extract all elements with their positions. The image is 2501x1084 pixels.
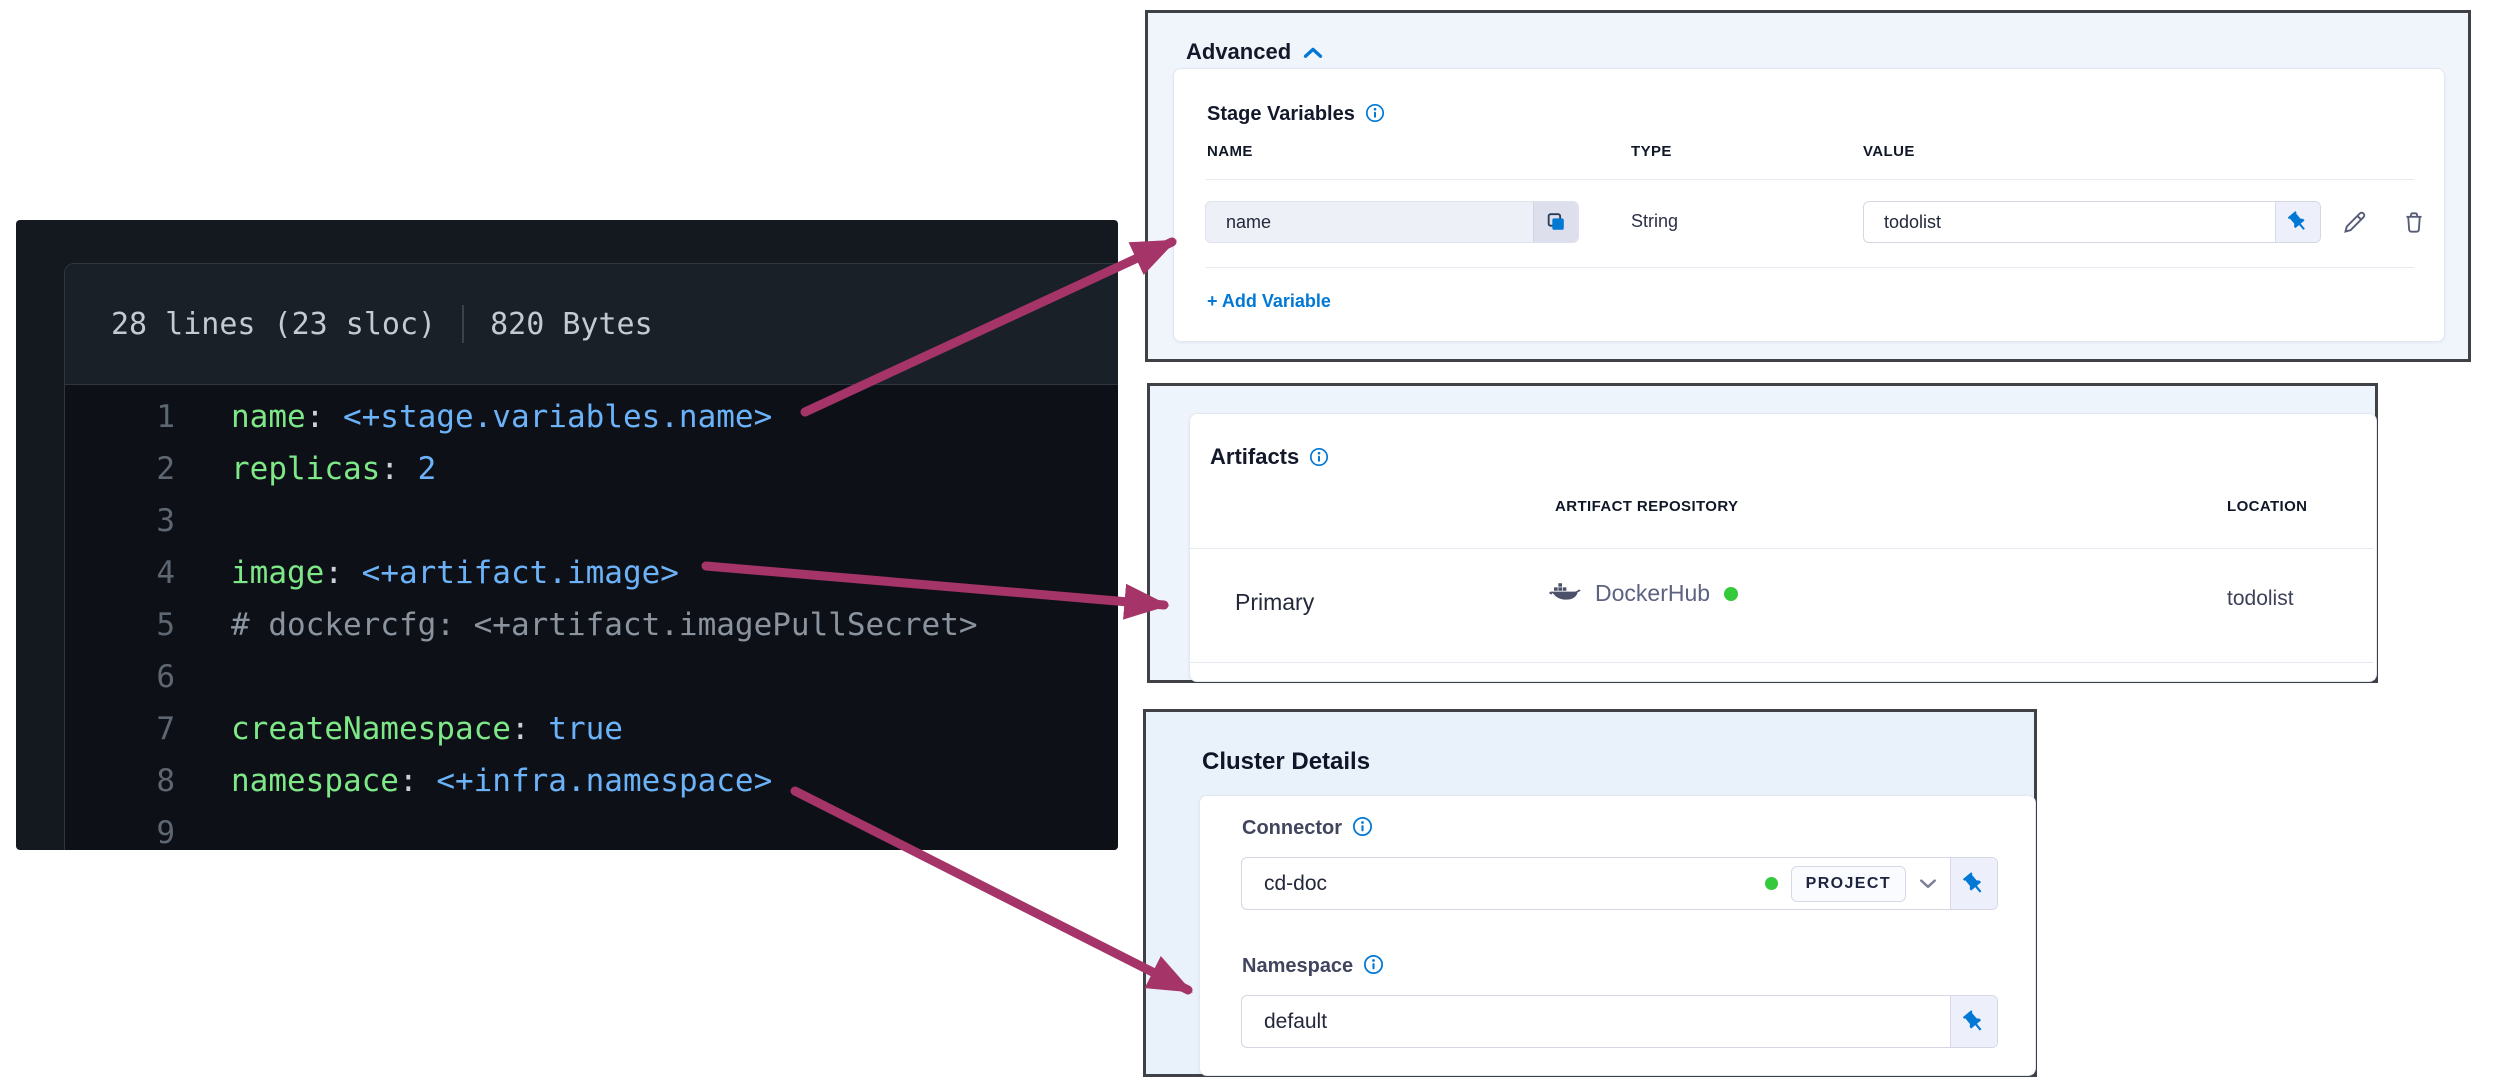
variable-name-input[interactable]: name xyxy=(1205,201,1579,243)
line-number[interactable]: 2 xyxy=(156,451,175,487)
variable-value-text: todolist xyxy=(1884,211,1942,232)
column-header-artifact-repository: ARTIFACT REPOSITORY xyxy=(1555,498,1739,515)
namespace-label: Namespace xyxy=(1242,954,1384,978)
copy-icon[interactable] xyxy=(1533,202,1578,242)
connector-label: Connector xyxy=(1242,816,1373,840)
pin-icon[interactable] xyxy=(2275,202,2320,242)
cluster-details-card: Connector cd-doc PROJECT Namespace defau… xyxy=(1199,795,2036,1076)
scope-badge[interactable]: PROJECT xyxy=(1790,865,1906,902)
variable-type-value: String xyxy=(1631,211,1679,231)
line-number[interactable]: 5 xyxy=(156,607,175,643)
artifact-row[interactable]: Primary DockerHub todolist xyxy=(1189,549,2373,662)
code-line: 4 image: <+artifact.image> xyxy=(65,547,1118,599)
chevron-down-icon[interactable] xyxy=(1919,878,1937,890)
row-divider xyxy=(1206,267,2414,268)
code-body: 1 name: <+stage.variables.name> 2 replic… xyxy=(65,385,1118,850)
artifact-repository-cell: DockerHub xyxy=(1549,579,1739,608)
code-line: 6 xyxy=(65,651,1118,703)
column-header-type: TYPE xyxy=(1631,143,1672,160)
artifact-row-label: Primary xyxy=(1235,589,1315,615)
advanced-accordion-header[interactable]: Advanced xyxy=(1186,39,1323,65)
status-dot xyxy=(1724,586,1739,601)
docker-whale-icon xyxy=(1549,579,1581,608)
code-viewer-panel: 28 lines (23 sloc) 820 Bytes 1 name: <+s… xyxy=(16,220,1118,850)
header-divider xyxy=(1189,548,2373,549)
advanced-panel: Advanced Stage Variables NAME TYPE VALUE… xyxy=(1145,10,2471,362)
line-number[interactable]: 6 xyxy=(156,659,175,695)
line-number[interactable]: 8 xyxy=(156,763,175,799)
info-icon[interactable] xyxy=(1365,103,1385,123)
advanced-title: Advanced xyxy=(1186,39,1292,64)
code-line: 1 name: <+stage.variables.name> xyxy=(65,391,1118,443)
cluster-details-panel: Cluster Details Connector cd-doc PROJECT… xyxy=(1143,709,2037,1077)
pin-icon[interactable] xyxy=(1950,858,1997,909)
namespace-value: default xyxy=(1264,1009,1328,1033)
artifacts-panel: Artifacts ARTIFACT REPOSITORY LOCATION P… xyxy=(1147,383,2378,683)
line-number[interactable]: 1 xyxy=(156,399,175,435)
artifact-location-value: todolist xyxy=(2227,587,2294,610)
chevron-up-icon xyxy=(1303,39,1323,65)
namespace-input[interactable]: default xyxy=(1241,995,1998,1048)
stage-variables-title: Stage Variables xyxy=(1207,103,1385,126)
connector-value: cd-doc xyxy=(1264,871,1328,895)
info-icon[interactable] xyxy=(1352,816,1373,837)
column-header-name: NAME xyxy=(1207,143,1253,160)
status-dot xyxy=(1764,877,1778,890)
file-lines-count: 28 lines (23 sloc) xyxy=(111,306,437,342)
header-divider xyxy=(1206,179,2414,180)
artifacts-card xyxy=(1189,413,2377,682)
edit-icon[interactable] xyxy=(2339,207,2369,237)
line-number[interactable]: 7 xyxy=(156,711,175,747)
code-line: 9 xyxy=(65,807,1118,850)
code-file-meta-bar: 28 lines (23 sloc) 820 Bytes xyxy=(65,264,1118,385)
variable-value-input[interactable]: todolist xyxy=(1863,201,2321,243)
add-variable-button[interactable]: + Add Variable xyxy=(1207,291,1331,311)
column-header-location: LOCATION xyxy=(2227,498,2308,515)
code-line: 5 # dockercfg: <+artifact.imagePullSecre… xyxy=(65,599,1118,651)
row-divider xyxy=(1189,662,2373,663)
file-size: 820 Bytes xyxy=(490,306,653,342)
variable-name-placeholder: name xyxy=(1226,211,1272,232)
stage-variables-card: Stage Variables NAME TYPE VALUE name Str… xyxy=(1173,68,2445,342)
connector-input[interactable]: cd-doc PROJECT xyxy=(1241,857,1998,910)
cluster-details-title: Cluster Details xyxy=(1202,748,1371,775)
line-number[interactable]: 3 xyxy=(156,503,175,539)
code-file-card: 28 lines (23 sloc) 820 Bytes 1 name: <+s… xyxy=(64,263,1118,850)
info-icon[interactable] xyxy=(1309,447,1329,467)
info-icon[interactable] xyxy=(1363,954,1384,975)
artifacts-title: Artifacts xyxy=(1210,444,1329,470)
delete-icon[interactable] xyxy=(2399,207,2429,237)
line-number[interactable]: 9 xyxy=(156,815,175,850)
code-line: 2 replicas: 2 xyxy=(65,443,1118,495)
line-number[interactable]: 4 xyxy=(156,555,175,591)
column-header-value: VALUE xyxy=(1863,143,1915,160)
code-line: 7 createNamespace: true xyxy=(65,703,1118,755)
meta-divider xyxy=(462,305,465,343)
code-line: 8 namespace: <+infra.namespace> xyxy=(65,755,1118,807)
code-line: 3 xyxy=(65,495,1118,547)
pin-icon[interactable] xyxy=(1950,996,1997,1047)
artifact-repository-name: DockerHub xyxy=(1595,580,1711,606)
